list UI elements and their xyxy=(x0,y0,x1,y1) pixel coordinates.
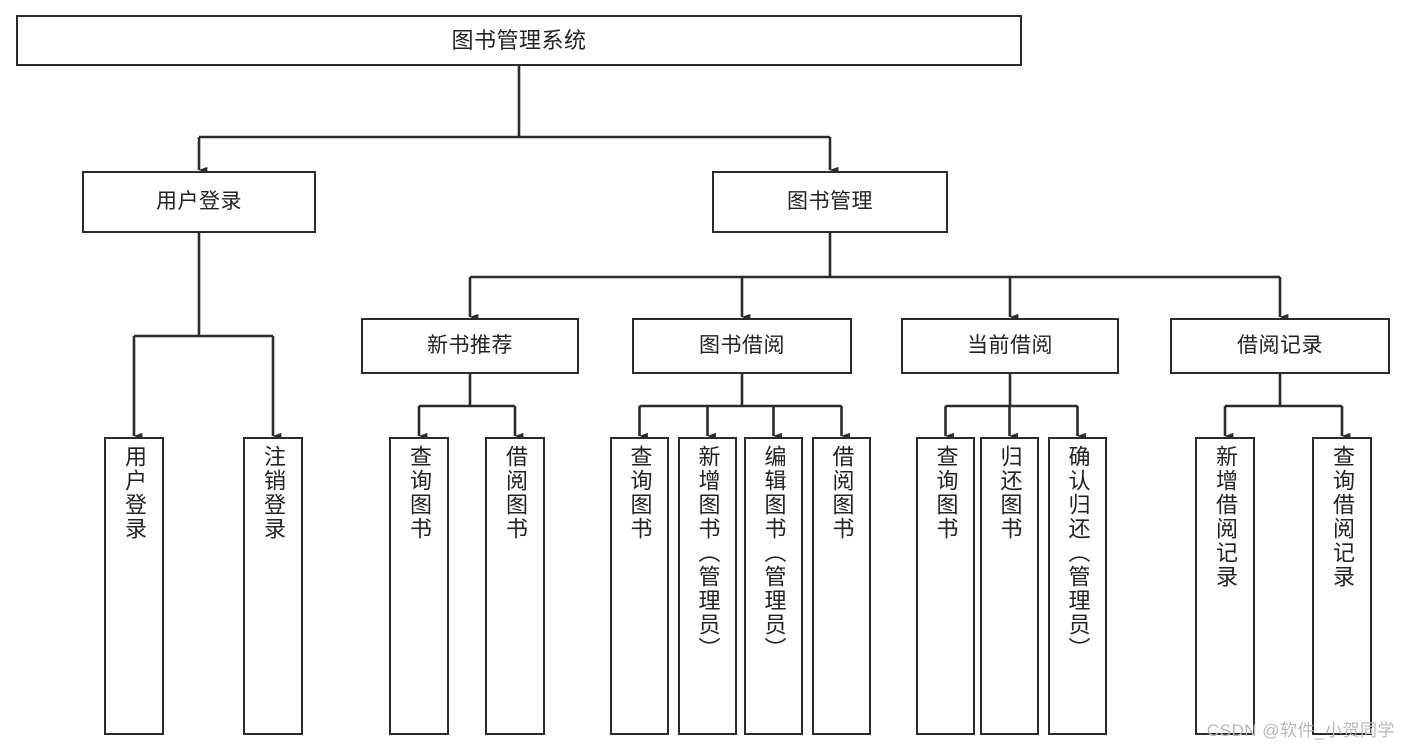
node-leaf-new-1: 查询图书 xyxy=(389,437,449,735)
node-leaf-login-2: 注销登录 xyxy=(243,437,303,735)
node-label: 确认归还（管理员） xyxy=(1065,445,1091,661)
node-label: 查询图书 xyxy=(407,445,432,541)
node-leaf-cur-2: 归还图书 xyxy=(980,437,1039,735)
edges xyxy=(132,66,1351,440)
node-leaf-borrow-2: 新增图书（管理员） xyxy=(678,437,737,735)
node-leaf-login-1: 用户登录 xyxy=(104,437,164,735)
node-label: 借阅图书 xyxy=(829,445,855,541)
node-records: 借阅记录 xyxy=(1170,318,1390,374)
node-label: 图书借阅 xyxy=(699,333,785,357)
node-label: 新书推荐 xyxy=(427,333,513,357)
node-login: 用户登录 xyxy=(82,171,316,233)
node-bookmgmt: 图书管理 xyxy=(712,171,948,233)
node-label: 查询图书 xyxy=(933,445,959,541)
node-leaf-rec-1: 新增借阅记录 xyxy=(1195,437,1255,735)
node-current: 当前借阅 xyxy=(901,318,1119,374)
node-label: 图书管理系统 xyxy=(451,27,587,53)
node-label: 归还图书 xyxy=(997,445,1023,541)
node-label: 用户登录 xyxy=(122,445,147,541)
node-root: 图书管理系统 xyxy=(16,15,1022,66)
node-label: 注销登录 xyxy=(261,445,286,541)
node-label: 查询借阅记录 xyxy=(1330,445,1355,589)
node-label: 查询图书 xyxy=(627,445,653,541)
node-leaf-cur-1: 查询图书 xyxy=(916,437,975,735)
node-leaf-new-2: 借阅图书 xyxy=(485,437,545,735)
node-label: 编辑图书（管理员） xyxy=(761,445,787,661)
node-label: 借阅记录 xyxy=(1237,333,1323,357)
node-label: 新增图书（管理员） xyxy=(695,445,721,661)
node-label: 新增借阅记录 xyxy=(1213,445,1238,589)
node-newbook: 新书推荐 xyxy=(361,318,579,374)
node-leaf-borrow-4: 借阅图书 xyxy=(812,437,871,735)
node-leaf-borrow-1: 查询图书 xyxy=(610,437,669,735)
node-borrow: 图书借阅 xyxy=(632,318,852,374)
node-leaf-cur-3: 确认归还（管理员） xyxy=(1048,437,1107,735)
node-leaf-rec-2: 查询借阅记录 xyxy=(1312,437,1372,735)
node-label: 当前借阅 xyxy=(967,333,1053,357)
node-label: 借阅图书 xyxy=(503,445,528,541)
node-leaf-borrow-3: 编辑图书（管理员） xyxy=(744,437,803,735)
node-label: 用户登录 xyxy=(156,189,242,213)
node-label: 图书管理 xyxy=(787,189,873,213)
